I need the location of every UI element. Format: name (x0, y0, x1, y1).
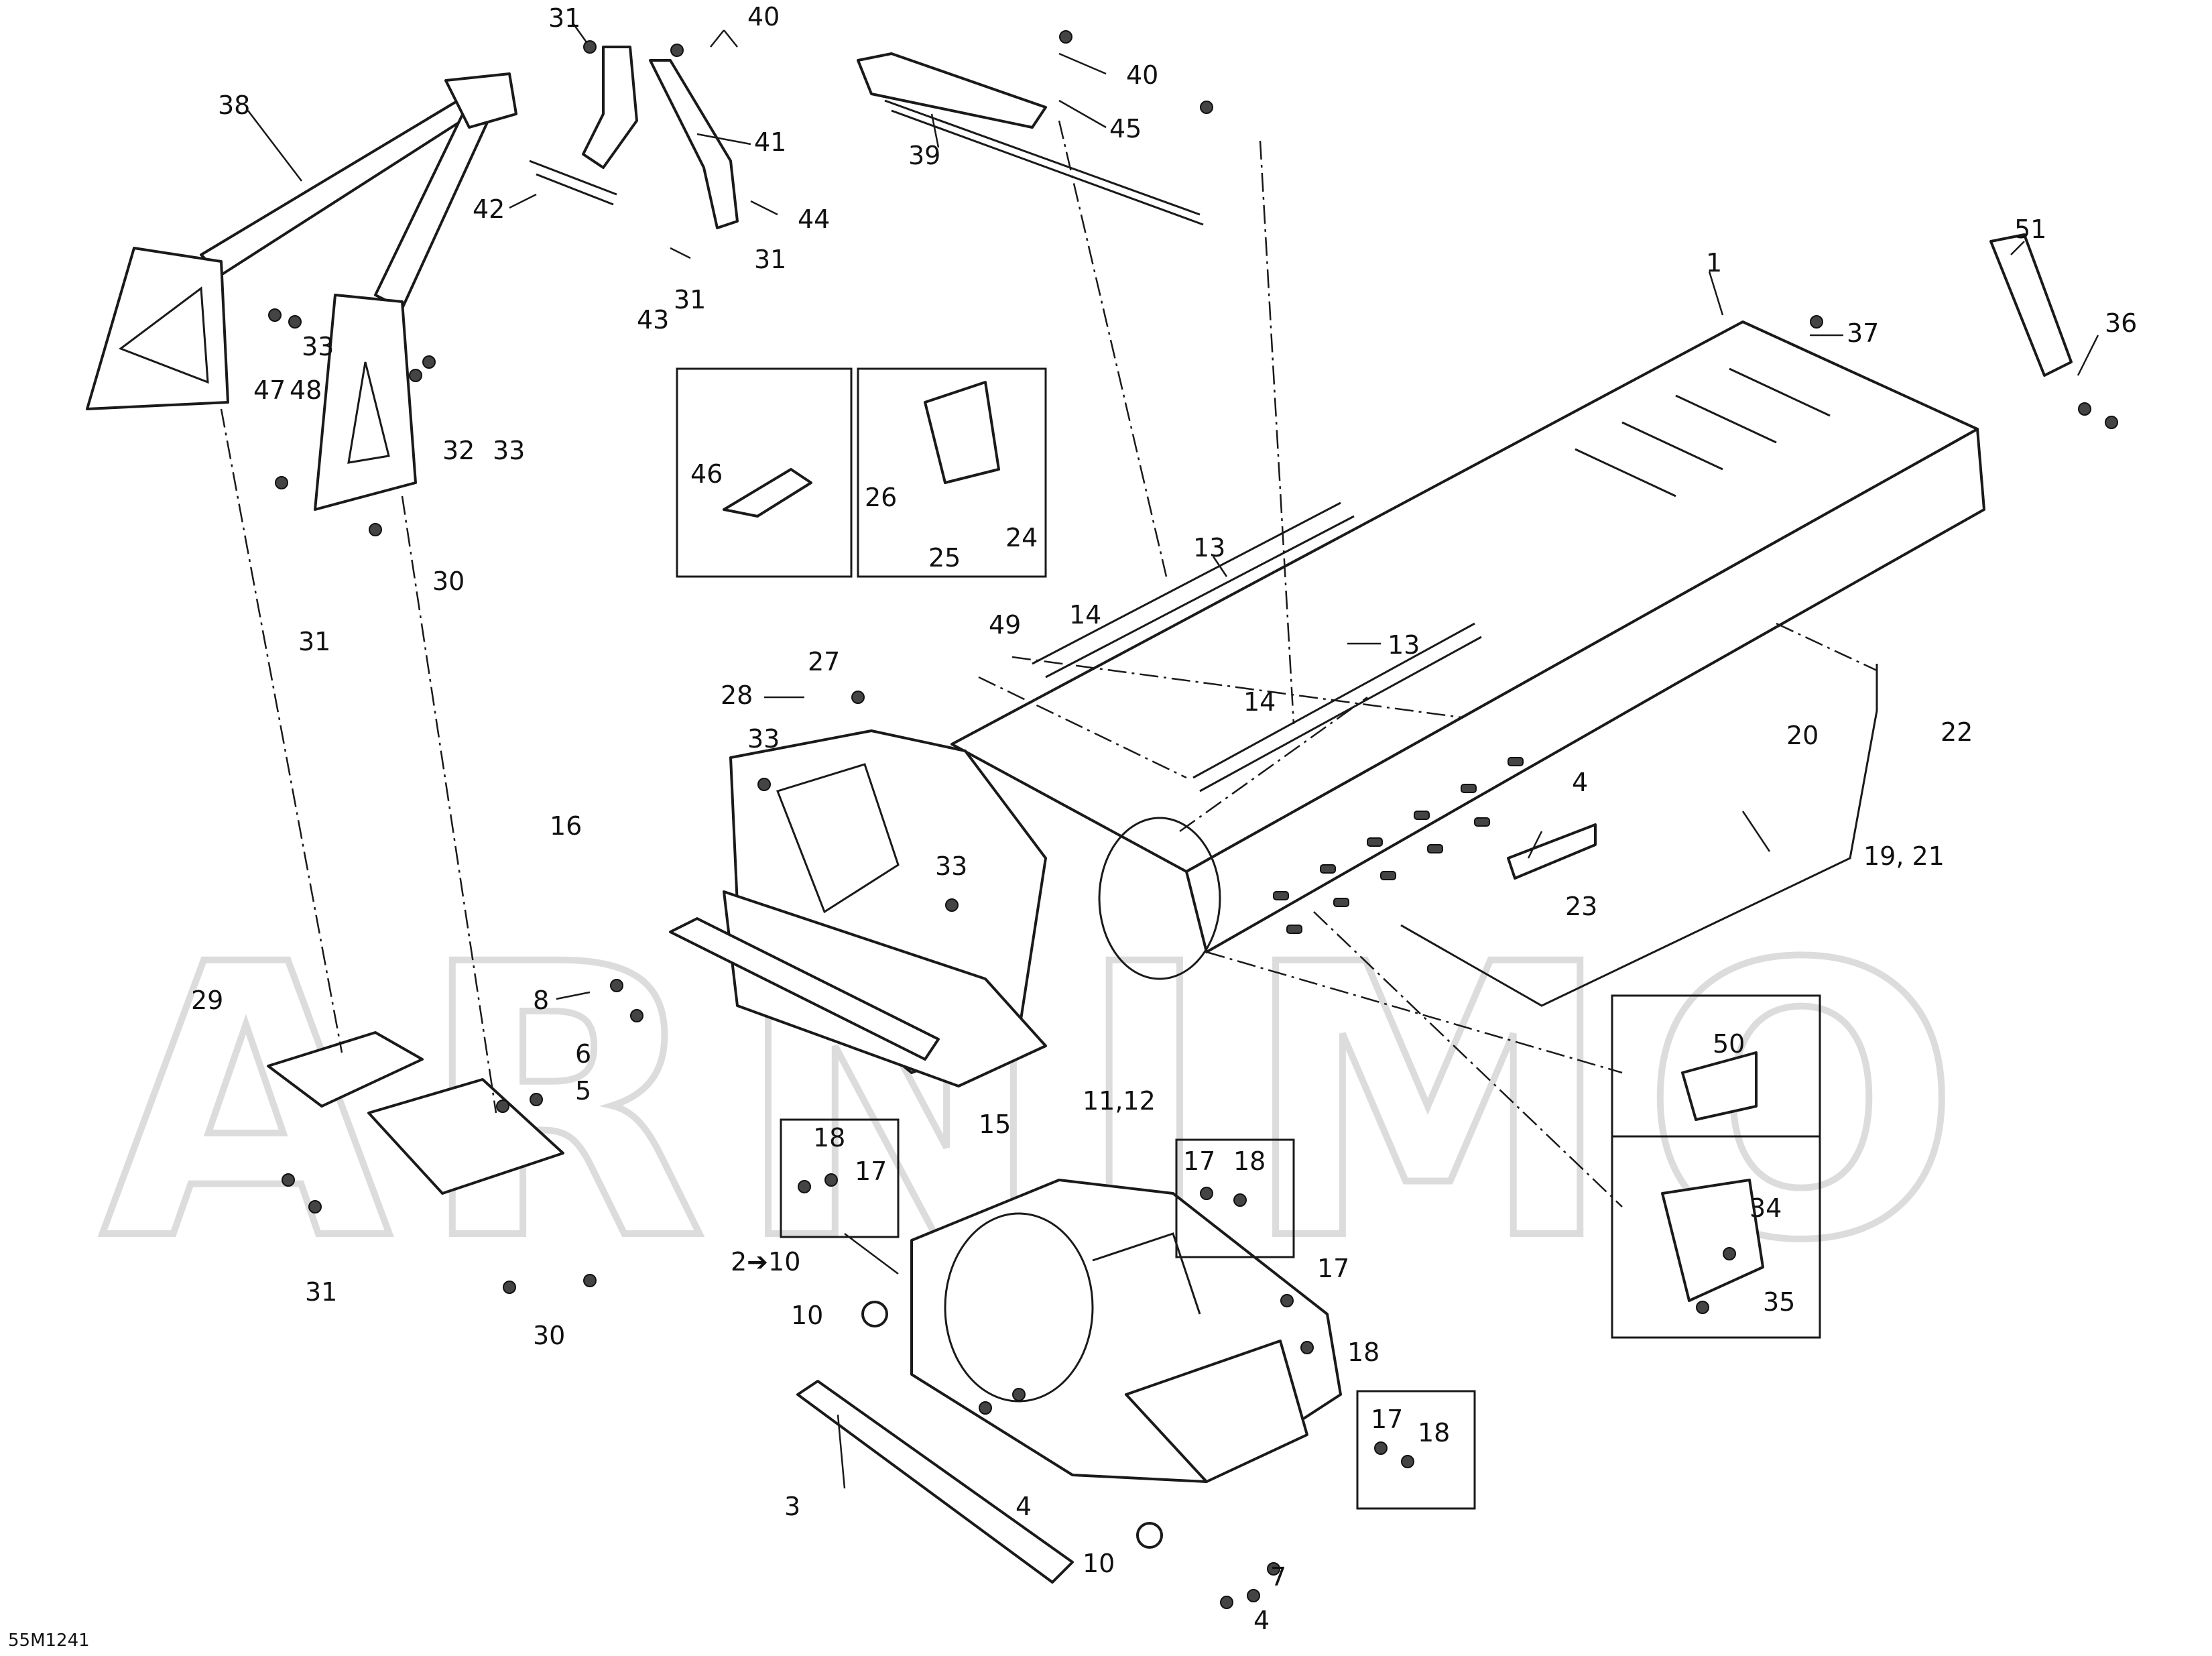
callout: 13 (1193, 533, 1225, 563)
callout: 13 (1388, 630, 1420, 660)
leader-lines (247, 23, 2099, 1489)
callout: 27 (808, 647, 840, 676)
upper-rod (857, 52, 1204, 226)
callout: 43 (637, 305, 669, 335)
callout: 14 (1243, 687, 1276, 717)
callout: 2➔10 (731, 1247, 800, 1277)
callout: 3 (784, 1492, 800, 1521)
callout: 26 (865, 483, 897, 512)
callout: 35 (1763, 1287, 1795, 1317)
callout: 7 (1270, 1562, 1286, 1592)
callout: 8 (533, 986, 549, 1015)
callout: 51 (2014, 215, 2046, 244)
inset-17-18-a (780, 1118, 900, 1238)
inset-boxes (676, 367, 1821, 1510)
callout: 15 (979, 1110, 1011, 1139)
runner-plate (796, 1380, 1074, 1584)
inset-17-18-b (1175, 1138, 1295, 1258)
rear-bumper (1989, 233, 2073, 377)
callout-labels: 31 40 40 45 39 38 41 42 44 31 43 31 33 4… (191, 2, 2137, 1635)
callout: 32 (442, 436, 475, 465)
callout: 17 (1371, 1405, 1403, 1434)
inset-17-18-c (1356, 1390, 1476, 1510)
inset-34-35 (1611, 1135, 1821, 1339)
steering-brackets (529, 46, 739, 229)
callout: 16 (550, 811, 582, 841)
callout: 37 (1847, 318, 1879, 348)
front-frame-lower (910, 1179, 1342, 1483)
callout: 18 (1418, 1418, 1450, 1447)
callout: 33 (935, 851, 967, 881)
callout: 17 (1183, 1146, 1215, 1176)
nut-10b (1136, 1522, 1163, 1549)
callout: 44 (798, 204, 830, 234)
callout: 29 (191, 986, 223, 1015)
callout: 33 (302, 332, 334, 361)
callout: 46 (690, 459, 723, 489)
callout: 41 (754, 127, 786, 157)
callout: 49 (989, 610, 1021, 640)
callout: 33 (747, 724, 780, 754)
callout: 30 (432, 567, 465, 596)
callout: 31 (548, 3, 580, 33)
callout: 50 (1713, 1029, 1745, 1059)
callout: 40 (1126, 60, 1158, 90)
callout: 23 (1565, 892, 1597, 921)
callout: 17 (855, 1157, 887, 1186)
callout: 6 (575, 1039, 591, 1069)
callout: 5 (575, 1076, 591, 1106)
inset-24-26 (857, 367, 1047, 578)
callout: 20 (1786, 721, 1819, 750)
callout: 40 (747, 2, 780, 32)
callout: 10 (791, 1301, 823, 1330)
callout: 33 (493, 436, 525, 465)
callout: 19, 21 (1863, 841, 1945, 871)
plate-23 (1507, 823, 1597, 880)
callout: 39 (908, 141, 940, 170)
tunnel (950, 320, 1985, 953)
drawing-code: 55M1241 (8, 1631, 90, 1651)
callout: 36 (2105, 308, 2137, 338)
callout: 31 (305, 1277, 337, 1307)
callout: 17 (1317, 1254, 1349, 1283)
callout: 38 (218, 91, 250, 120)
callout: 4 (1572, 768, 1588, 797)
callout: 4 (1253, 1606, 1270, 1635)
callout: 42 (473, 194, 505, 224)
hardware (268, 30, 2118, 1609)
lower-bracket (267, 1031, 564, 1195)
callout: 25 (928, 543, 961, 573)
callout: 48 (290, 375, 322, 405)
callout: 4 (1016, 1492, 1032, 1521)
callout: 18 (1233, 1146, 1266, 1176)
callout: 18 (1347, 1338, 1379, 1367)
callout: 18 (813, 1123, 845, 1152)
upper-column-assembly (86, 72, 517, 511)
inset-46 (676, 367, 853, 578)
alignment-lines (220, 120, 1878, 1207)
callout: 31 (298, 627, 330, 656)
skid-plate (669, 917, 940, 1061)
callout: 47 (253, 375, 286, 405)
rod (1400, 664, 1878, 1007)
callout: 31 (674, 285, 706, 314)
callout: 10 (1083, 1549, 1115, 1578)
callout: 34 (1749, 1193, 1782, 1223)
running-board-holes (1273, 757, 1524, 934)
callout: 11,12 (1083, 1086, 1156, 1116)
callout: 14 (1069, 600, 1101, 630)
callout: 45 (1109, 114, 1142, 143)
callout: 30 (533, 1321, 565, 1350)
callout: 1 (1706, 248, 1722, 278)
callout: 31 (754, 245, 786, 274)
callout: 22 (1941, 717, 1973, 747)
callout: 24 (1005, 523, 1038, 552)
callout: 28 (721, 681, 753, 710)
nut-10a (861, 1301, 888, 1327)
